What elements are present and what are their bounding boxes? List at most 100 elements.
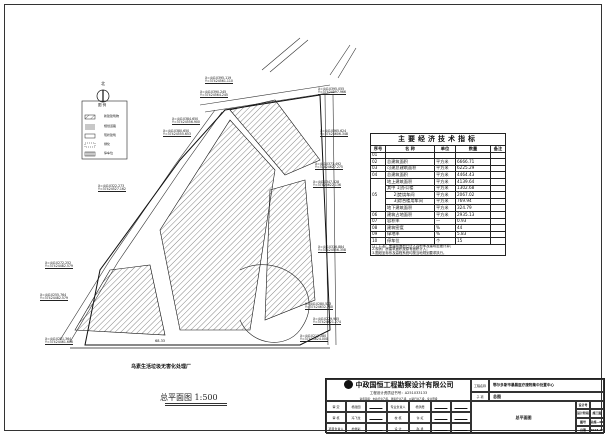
cell-no: 08 xyxy=(370,224,386,232)
cell-unit: % xyxy=(434,230,456,239)
building-north xyxy=(229,99,321,176)
table-notes: 注：1.本厂房建筑面积已计入容积率及建筑密度计算； 2.现状厂房建筑面积按原有面… xyxy=(370,243,506,257)
legend-label: 绿化 xyxy=(104,142,111,146)
meta-label: 设计号 xyxy=(576,401,590,410)
signature-mark xyxy=(451,401,471,412)
cell-no: 02 xyxy=(370,158,386,166)
title-underline xyxy=(165,403,227,406)
signature-field: 赵 勇 xyxy=(409,423,431,434)
legend-label: 新建建筑物 xyxy=(104,114,120,118)
legend-title: 图 例 xyxy=(98,103,107,107)
header-cell: 序号 xyxy=(370,145,386,153)
signature-field: 杜继彩 xyxy=(346,423,366,434)
cell-qty xyxy=(455,151,491,160)
meta-value: 施工图 xyxy=(590,409,604,418)
table-header: 序号 名 称 单位 数量 备注 xyxy=(370,145,506,153)
signature-field: 审 核 xyxy=(326,412,346,423)
signature-field: 审 定 xyxy=(326,401,346,412)
cell-no: 09 xyxy=(370,230,386,239)
signature-mark xyxy=(431,412,451,423)
signature-mark xyxy=(366,412,387,423)
cell-name: 可建总建筑面积 xyxy=(385,164,435,173)
cell-no: 04 xyxy=(370,171,386,179)
building-east xyxy=(264,179,316,321)
qualification-scope: 资质等级：市政行业乙级，建筑行业乙级，公路行业乙级，专业甲级 xyxy=(359,397,438,401)
cell-name xyxy=(385,151,435,160)
neighbor-label: 乌素生活垃圾无害化处理厂 xyxy=(131,364,192,370)
cell-qty: 0.93 xyxy=(455,217,491,226)
cell-qty: 4464.43 xyxy=(455,171,491,179)
signature-mark xyxy=(451,423,471,434)
signature-field: 杨建国 xyxy=(346,401,366,412)
signature-mark xyxy=(366,401,387,412)
cell-no: 03 xyxy=(370,164,386,173)
meta-value: 总施—01 xyxy=(590,417,604,426)
signature-field: 设 计 xyxy=(387,423,409,434)
meta-label: 日期 xyxy=(576,425,590,434)
company-cell: 中政国恒工程勘察设计有限公司 工程设计资质证书号：A251033133 资质等级… xyxy=(326,379,471,401)
cell-name: 绿地率 xyxy=(385,230,435,239)
cell-no: 07 xyxy=(370,217,386,226)
legend-label: 规划道路 xyxy=(104,124,117,128)
title-block: 中政国恒工程勘察设计有限公司 工程设计资质证书号：A251033133 资质等级… xyxy=(325,378,605,434)
meta-value: 2023.03 xyxy=(590,425,604,434)
signature-mark xyxy=(366,423,387,434)
meta-label: 设计阶段 xyxy=(576,409,590,418)
project-label: 工程名称 xyxy=(471,379,489,392)
cell-no: 06 xyxy=(370,210,386,219)
certificate: 工程设计资质证书号：A251033133 xyxy=(369,390,428,395)
legend-label: 现状建筑 xyxy=(104,133,117,137)
signature-field: 杨洪霞 xyxy=(409,401,431,412)
company-logo-icon xyxy=(343,380,353,389)
parking-west xyxy=(74,264,166,336)
meta-value xyxy=(590,401,604,410)
signature-field: 项目负责人 xyxy=(326,423,346,434)
cell-unit: % xyxy=(434,224,456,232)
drawing-name: 总平面图 xyxy=(471,401,576,434)
header-cell: 名 称 xyxy=(385,145,435,153)
north-label: 北 xyxy=(101,81,105,86)
table-title: 主要经济技术指标 xyxy=(370,133,506,146)
cell-no: 01 xyxy=(370,151,386,160)
cell-name: 总建筑面积 xyxy=(385,171,435,179)
cell-qty: 6666.71 xyxy=(455,158,491,166)
signature-mark xyxy=(451,412,471,423)
signature-field: 校 核 xyxy=(387,412,409,423)
drawing-title: 总平面图 1:500 xyxy=(160,393,218,402)
cell-qty: 44 xyxy=(455,224,491,232)
cell-qty: 2935.13 xyxy=(455,210,491,219)
header-cell: 备注 xyxy=(490,145,506,153)
dimension-label: 68.33 xyxy=(155,339,166,343)
circle-road xyxy=(239,264,310,343)
north-arrow-icon xyxy=(96,89,110,103)
cell-qty: 6225.29 xyxy=(455,164,491,173)
meta-label: 图号 xyxy=(576,417,590,426)
cell-name: 容积率 xyxy=(385,217,435,226)
header-cell: 数量 xyxy=(455,145,491,153)
legend-box xyxy=(81,100,128,160)
